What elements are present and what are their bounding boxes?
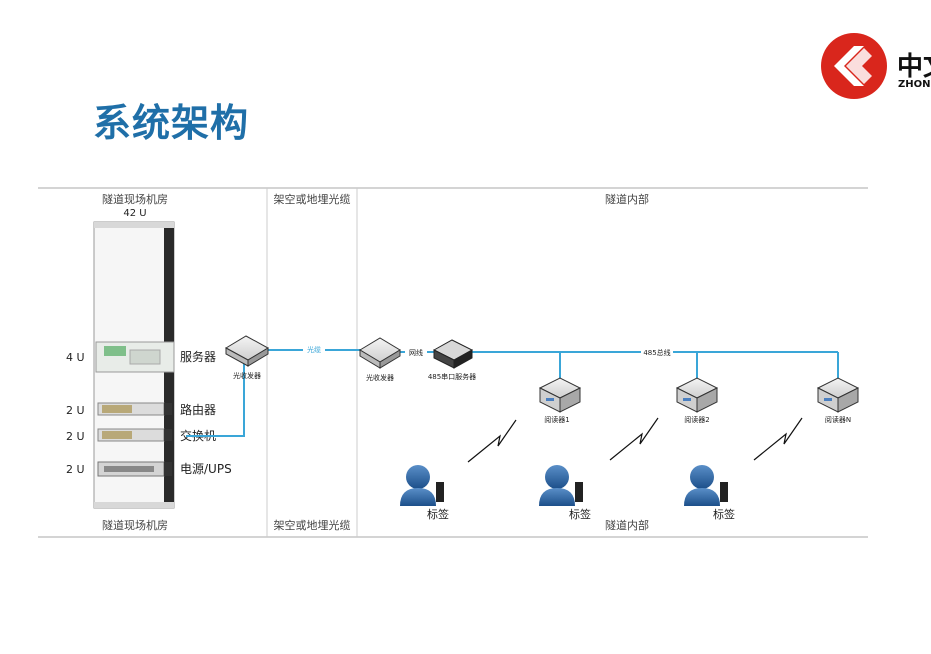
device-label-router: 路由器 — [180, 402, 216, 417]
transceiver-label: 光收发器 — [233, 371, 261, 380]
bus-label: 485总线 — [643, 348, 670, 357]
section-label-machine-room: 隧道现场机房 — [102, 518, 168, 532]
tag-person-icon — [539, 465, 583, 506]
rack-u-label: 2 U — [66, 404, 85, 417]
tag-person-icon — [684, 465, 728, 506]
serial-server-device — [432, 339, 474, 369]
rack-u-label: 2 U — [66, 430, 85, 443]
fiber-label: 光缆 — [307, 345, 321, 354]
reader-device — [675, 377, 719, 413]
rack-u-label: 4 U — [66, 351, 85, 364]
tag-label: 标签 — [427, 507, 449, 521]
transceiver-device — [359, 337, 401, 369]
network-links — [186, 349, 839, 437]
logo-text: 中文 — [897, 52, 931, 82]
section-label-tunnel: 隧道内部 — [605, 518, 649, 532]
device-label-server: 服务器 — [180, 349, 216, 364]
section-label-cable: 架空或地埋光缆 — [274, 518, 351, 532]
tag-person-icon — [400, 465, 444, 506]
reader-label: 阅读器1 — [544, 415, 569, 424]
section-label-cable: 架空或地埋光缆 — [274, 192, 351, 206]
server-rack — [93, 221, 175, 509]
reader-label: 阅读器N — [825, 415, 851, 424]
wireless-signal-icon — [467, 417, 803, 463]
device-label-ups: 电源/UPS — [180, 462, 232, 476]
page-title: 系统架构 — [93, 101, 250, 145]
rack-size-label: 42 U — [123, 208, 146, 219]
company-logo: 中文 ZHON — [820, 32, 931, 102]
rack-u-label: 2 U — [66, 463, 85, 476]
logo-subtext: ZHON — [898, 79, 931, 90]
network-cable-label: 网线 — [409, 348, 423, 357]
tag-label: 标签 — [569, 507, 591, 521]
tag-label: 标签 — [713, 507, 735, 521]
serial-server-label: 485串口服务器 — [428, 372, 476, 381]
reader-device — [538, 377, 582, 413]
transceiver-device — [224, 335, 270, 367]
section-label-tunnel: 隧道内部 — [605, 192, 649, 206]
reader-device — [816, 377, 860, 413]
transceiver-label: 光收发器 — [366, 373, 394, 382]
reader-label: 阅读器2 — [684, 415, 709, 424]
section-label-machine-room: 隧道现场机房 — [102, 192, 168, 206]
logo-mark-icon — [821, 33, 887, 99]
